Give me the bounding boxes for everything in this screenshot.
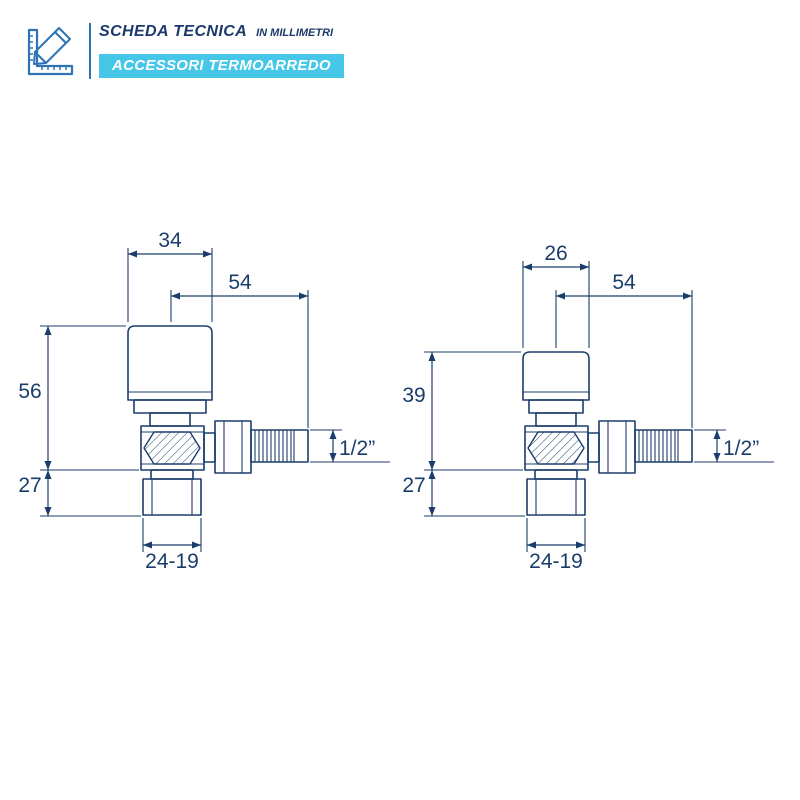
left-dim-upper-height-label: 56 (18, 380, 41, 403)
right-dim-top-width-label: 26 (544, 242, 567, 265)
left-dim-thread: 1/2” (310, 429, 390, 463)
category-badge: ACCESSORI TERMOARREDO (99, 54, 344, 78)
right-side-outlet (587, 420, 693, 474)
left-dim-bottom-nut-label: 24-19 (145, 550, 199, 573)
left-dim-depth-label: 54 (228, 271, 252, 294)
left-dim-upper-height: 56 (18, 325, 139, 471)
left-dim-top-width: 34 (127, 229, 213, 322)
right-dim-lower-height-label: 27 (402, 474, 425, 497)
header-text-block: SCHEDA TECNICA IN MILLIMETRI ACCESSORI T… (99, 22, 344, 80)
right-valve-drawing: 26 54 39 27 (402, 242, 774, 573)
left-valve-head (127, 325, 213, 427)
left-valve-drawing: 34 54 56 27 (18, 229, 390, 573)
left-bottom-outlet (142, 469, 202, 516)
right-bottom-outlet (526, 469, 586, 516)
header-divider (89, 23, 91, 79)
left-dim-lower-height: 27 (18, 470, 141, 517)
right-dim-depth-label: 54 (612, 271, 636, 294)
page-title: SCHEDA TECNICA (99, 23, 248, 40)
technical-drawing-icon (22, 22, 80, 80)
right-dim-upper-height: 39 (402, 351, 523, 471)
right-hex-nut (527, 431, 585, 465)
right-valve-body (524, 425, 589, 471)
left-dim-thread-label: 1/2” (339, 437, 375, 460)
left-side-outlet (203, 420, 309, 474)
right-dim-thread: 1/2” (694, 429, 774, 463)
header-title-row: SCHEDA TECNICA IN MILLIMETRI (99, 23, 344, 41)
right-dim-bottom-nut: 24-19 (526, 518, 586, 573)
right-thread-lines (638, 430, 679, 462)
right-dim-bottom-nut-label: 24-19 (529, 550, 583, 573)
left-dim-lower-height-label: 27 (18, 474, 41, 497)
header: SCHEDA TECNICA IN MILLIMETRI ACCESSORI T… (22, 22, 344, 80)
right-dim-top-width: 26 (522, 242, 590, 348)
left-dim-top-width-label: 34 (158, 229, 182, 252)
right-dim-thread-label: 1/2” (723, 437, 759, 460)
left-valve-body (140, 425, 205, 471)
right-dim-depth: 54 (555, 271, 693, 428)
left-hex-nut (143, 431, 201, 465)
right-dim-lower-height: 27 (402, 470, 525, 517)
left-thread-lines (254, 430, 295, 462)
page-subtitle: IN MILLIMETRI (256, 27, 334, 39)
right-dim-upper-height-label: 39 (402, 384, 425, 407)
right-valve-head (522, 351, 590, 427)
left-dim-bottom-nut: 24-19 (142, 518, 202, 573)
left-dim-depth: 54 (170, 271, 309, 428)
